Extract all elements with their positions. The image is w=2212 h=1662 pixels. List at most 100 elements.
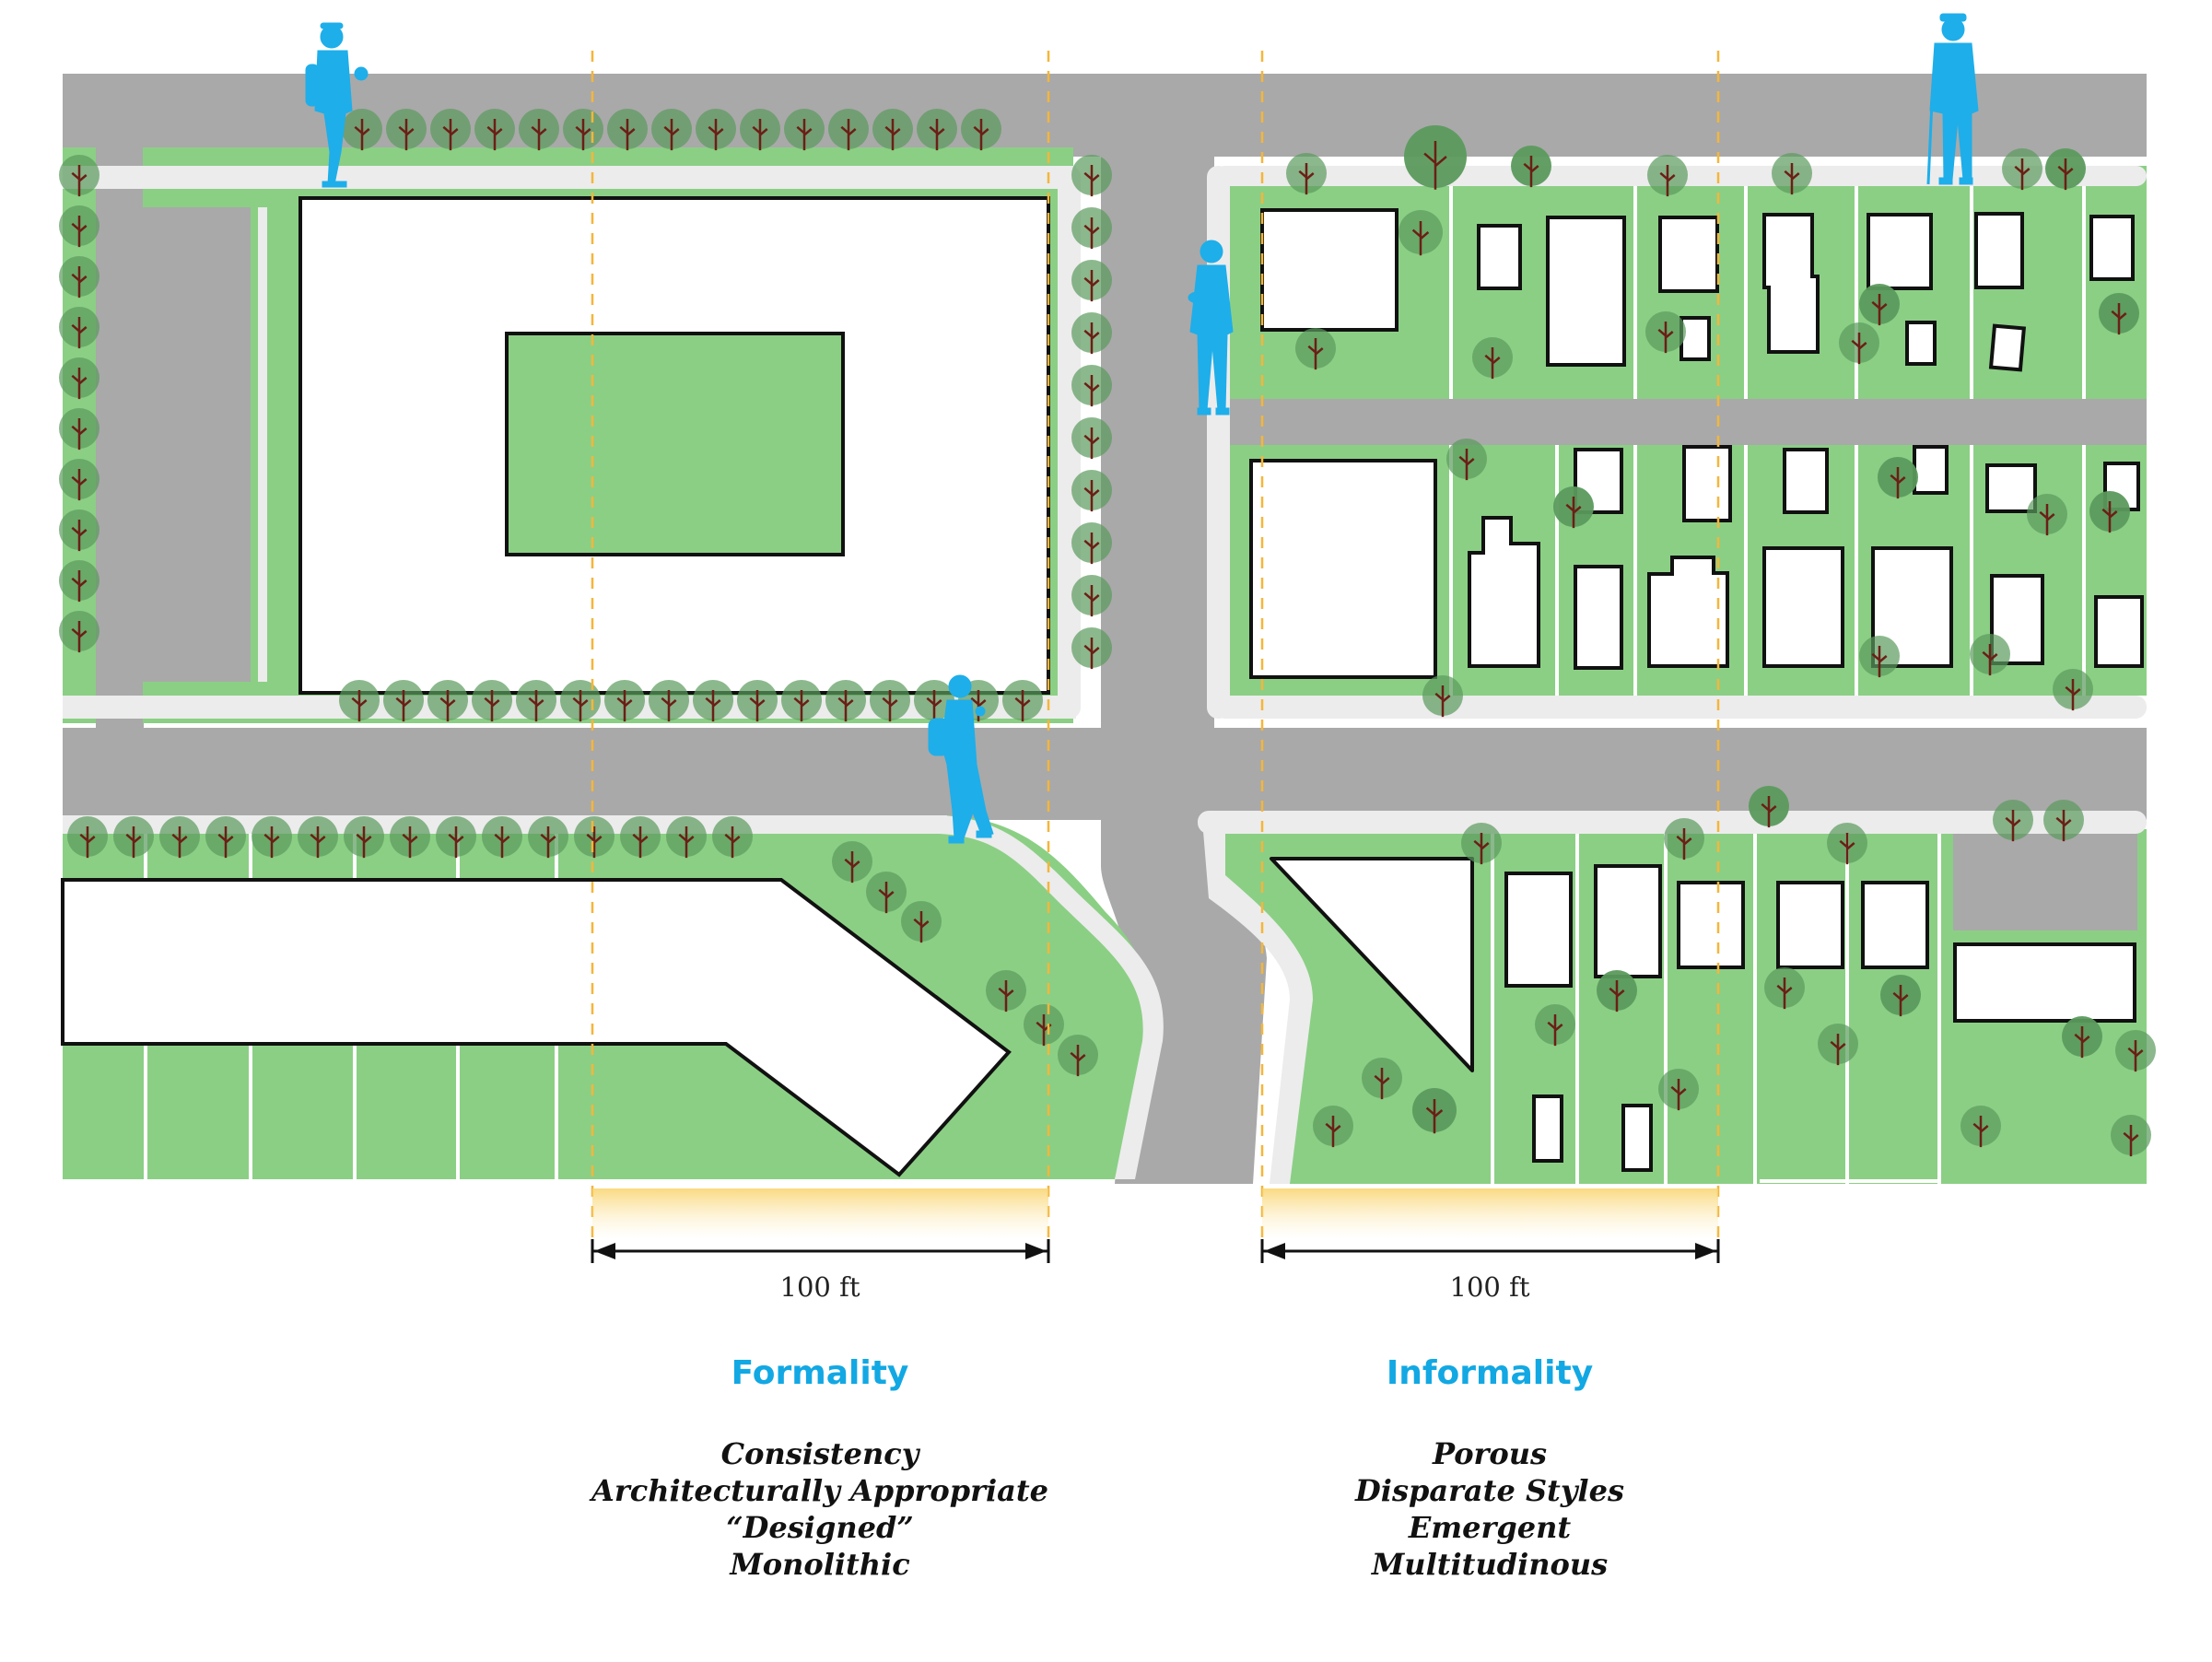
tree-icon [872,109,913,151]
tree-icon [1645,311,1686,354]
parking-left [143,207,251,682]
tree-icon [1461,823,1502,865]
tree-icon [2111,1115,2151,1157]
tree-icon [427,680,468,722]
scale-label-right: 100 ft [1449,1271,1530,1303]
tree-icon [1993,800,2033,842]
tree-icon [914,680,954,722]
tree-icon [2027,494,2067,536]
pedestrian-street-corner [928,674,994,844]
tree-icon [1313,1106,1353,1148]
formality-term: Architecturally Appropriate [591,1473,1048,1508]
tree-icon [1422,675,1463,718]
tree-icon [781,680,822,722]
tree-icon [1071,312,1112,355]
tree-icon [2053,669,2093,711]
tree-icon [574,816,614,859]
tree-icon [298,816,338,859]
dimension-arrow-left [591,1239,1050,1263]
heading-informality: Informality [1386,1354,1594,1392]
tree-icon [436,816,476,859]
tree-icon [1071,155,1112,197]
tree-icon [828,109,869,151]
tree-icon [901,901,942,943]
tree-icon [620,816,661,859]
tree-icon [2089,491,2130,533]
tree-icon [339,680,380,722]
tree-icon [961,109,1001,151]
sidewalk-top-left-east [1058,166,1081,719]
tree-icon [870,680,910,722]
informality-terms: Porous Disparate Styles Emergent Multitu… [1167,1435,1812,1583]
tree-icon [1839,322,1879,365]
tree-icon [1818,1024,1858,1066]
tree-icon [866,872,907,914]
pedestrian-middle-sidewalk [1188,240,1234,416]
tree-icon [342,109,382,151]
tree-icon [1399,210,1443,256]
tree-icon [1071,575,1112,617]
tree-icon [252,816,292,859]
tree-icon [390,816,430,859]
tree-icon [560,680,601,722]
tree-icon [516,680,556,722]
tree-icon [1071,260,1112,302]
block-top-right [1207,166,2147,719]
road-network [63,74,2147,1184]
tree-icon [986,970,1026,1012]
tree-icon [607,109,648,151]
tree-icon [1960,1106,2001,1148]
tree-icon [2043,800,2084,842]
sidewalk-bottom-left-curve [940,815,1164,1179]
courtyard-lawn [505,332,845,556]
tree-icon [472,680,512,722]
tree-icon [1412,1088,1457,1134]
tree-icon [1295,328,1336,370]
lot-lines-bottom-right [1491,834,1941,1184]
informality-term: Disparate Styles [1355,1473,1624,1508]
tree-icon [651,109,692,151]
tree-icon [1404,125,1467,190]
tree-icon [1071,522,1112,565]
tree-icon [2099,293,2139,335]
tree-icon [737,680,778,722]
sidewalk-top-right-south [1214,696,2147,719]
tree-icon [474,109,515,151]
tree-icon [482,816,522,859]
tree-icon [205,816,246,859]
pedestrian-top-left [305,22,369,188]
heading-formality: Formality [731,1354,909,1392]
scale-label-left: 100 ft [779,1271,860,1303]
formality-term: Monolithic [730,1547,910,1582]
block-top-left [63,147,1081,723]
tree-icon [528,816,568,859]
tree-icon [59,408,99,451]
tree-icon [649,680,689,722]
tree-icon [1749,786,1789,828]
tree-icon [430,109,471,151]
tree-icon [67,816,108,859]
sidewalk-left-inner [258,207,267,682]
tree-icon [1664,818,1704,860]
informality-term: Emergent [1408,1510,1572,1545]
tree-icon [1859,284,1900,326]
tree-icon [2062,1016,2102,1059]
tree-icon [784,109,825,151]
informality-term: Porous [1432,1436,1548,1471]
tree-icon [59,611,99,653]
tree-icon [1597,970,1637,1012]
tree-icon [1658,1069,1699,1111]
tree-icon [1880,975,1921,1017]
tree-icon [59,307,99,349]
highlight-band-right [1262,1188,1718,1239]
tree-icon [604,680,645,722]
sidewalk-top-left-north [63,166,1076,189]
tree-icon [1553,486,1594,529]
tree-icon [712,816,753,859]
sidewalk-bottom-right-curve [1202,820,1313,1184]
road-right-lane [1225,399,2147,445]
tree-icon [1071,365,1112,407]
tree-icon [519,109,559,151]
tree-icon [1511,146,1551,188]
